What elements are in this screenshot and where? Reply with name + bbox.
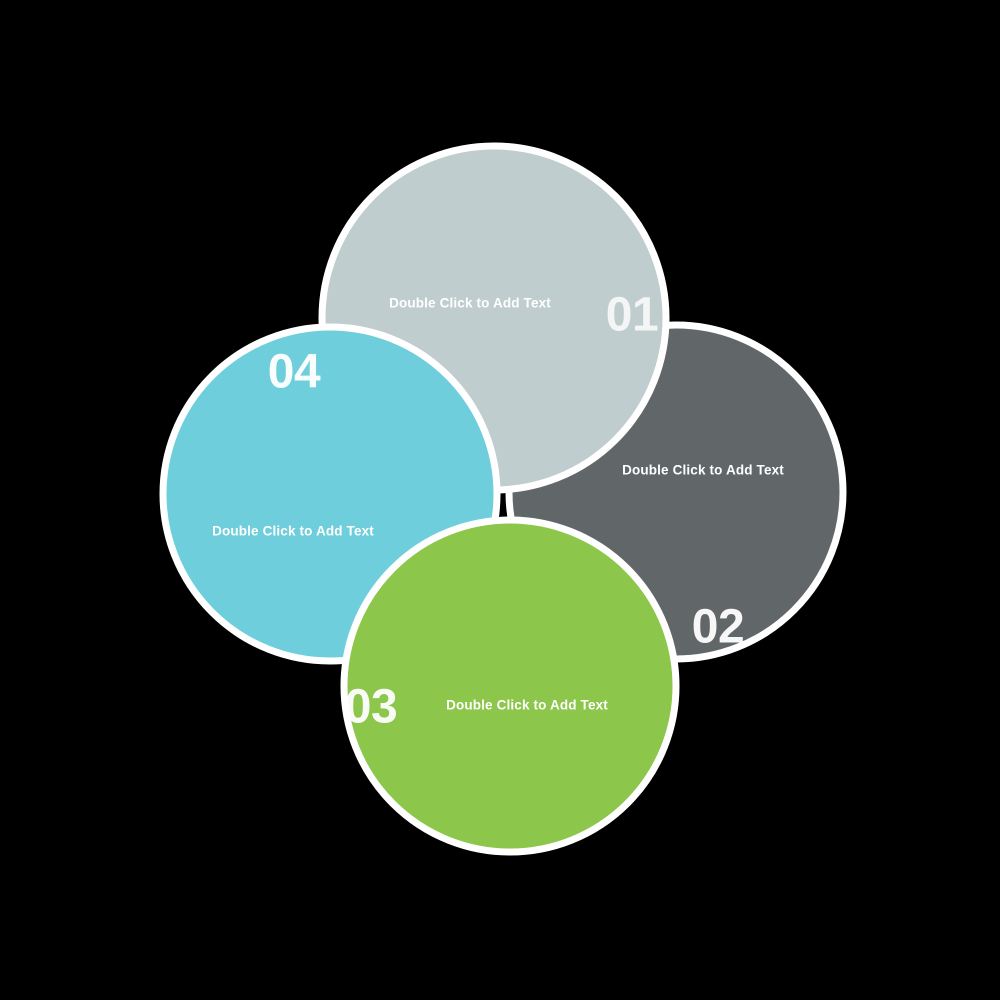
- segment-04-number: 04: [268, 346, 321, 399]
- segment-04-label[interactable]: Double Click to Add Text: [212, 524, 374, 539]
- segment-01-label[interactable]: Double Click to Add Text: [389, 296, 551, 311]
- segment-01-number: 01: [606, 289, 658, 342]
- segment-02-label[interactable]: Double Click to Add Text: [622, 463, 784, 478]
- segment-03-label[interactable]: Double Click to Add Text: [446, 698, 608, 713]
- segment-03-number: 03: [345, 681, 397, 734]
- segment-03[interactable]: [340, 516, 680, 856]
- segment-02-number: 02: [692, 601, 744, 654]
- segment-03-circle[interactable]: [340, 516, 680, 856]
